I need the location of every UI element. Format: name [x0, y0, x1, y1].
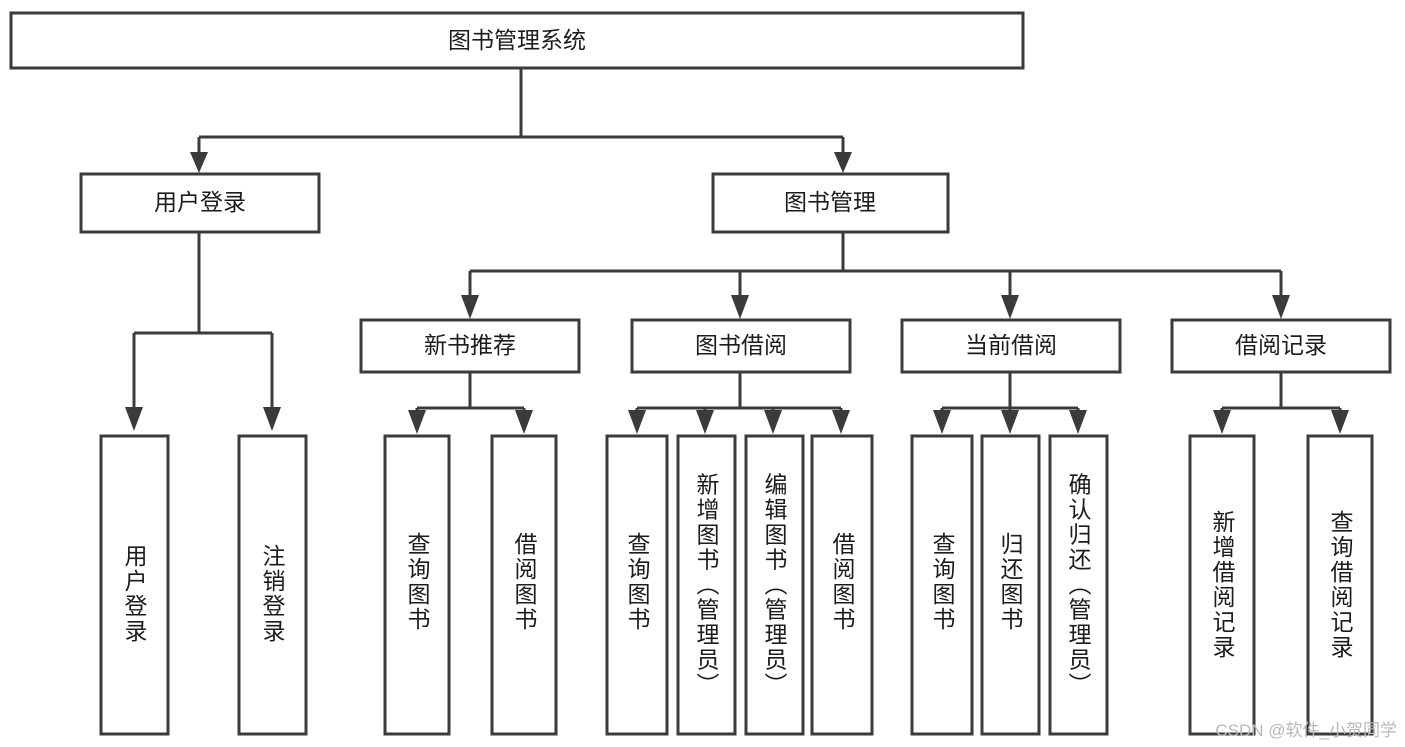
node-current-borrow-box[interactable] [900, 318, 1122, 374]
node-new-book-recommend-label: 新书推荐 [424, 332, 516, 358]
leaf-query-book-1-box[interactable] [383, 434, 451, 736]
leaf-query-record-label: 查询借阅记录 [1327, 510, 1354, 660]
leaf-borrow-book-1-box[interactable] [490, 434, 558, 736]
leaf-return-book-box[interactable] [980, 434, 1041, 736]
leaf-add-record-label: 新增借阅记录 [1209, 510, 1236, 660]
node-book-borrow-label: 图书借阅 [695, 332, 787, 358]
leaf-borrow-book-1[interactable]: 借阅图书 [490, 434, 558, 736]
arrow-to-leaf-user-login [125, 407, 143, 431]
arrow-to-leaf-borrow-book-2 [832, 410, 850, 434]
arrow-to-borrow-record [1272, 295, 1290, 319]
leaf-query-book-3-box[interactable] [910, 434, 974, 736]
leaf-user-login[interactable]: 用户登录 [99, 434, 170, 736]
leaf-query-book-3[interactable]: 查询图书 [910, 434, 974, 736]
node-new-book-recommend-box[interactable] [359, 318, 581, 374]
arrow-to-leaf-confirm-return [1069, 410, 1087, 434]
node-borrow-record-label: 借阅记录 [1235, 332, 1327, 358]
arrow-to-leaf-edit-book [764, 410, 782, 434]
leaf-add-book[interactable]: 新增图书（管理员） [676, 434, 737, 736]
leaf-return-book-label: 归还图书 [997, 532, 1024, 632]
leaf-edit-book-box[interactable] [744, 434, 805, 736]
leaf-query-record-box[interactable] [1306, 434, 1374, 736]
node-book-management-label: 图书管理 [784, 189, 876, 215]
node-root[interactable]: 图书管理系统 [9, 11, 1025, 70]
leaf-logout-login-label: 注销登录 [259, 544, 286, 644]
leaf-query-book-2[interactable]: 查询图书 [605, 434, 669, 736]
leaf-edit-book-label: 编辑图书（管理员） [761, 473, 788, 698]
leaf-add-record[interactable]: 新增借阅记录 [1188, 434, 1256, 736]
arrow-root-to-book-management [834, 152, 852, 173]
leaf-query-book-2-box[interactable] [605, 434, 669, 736]
arrow-to-leaf-return-book [1001, 410, 1019, 434]
connector-layer [125, 68, 1349, 434]
leaf-edit-book[interactable]: 编辑图书（管理员） [744, 434, 805, 736]
node-book-borrow-box[interactable] [630, 318, 852, 374]
leaf-borrow-book-2[interactable]: 借阅图书 [810, 434, 874, 736]
leaf-borrow-book-1-label: 借阅图书 [511, 532, 538, 632]
leaf-query-record[interactable]: 查询借阅记录 [1306, 434, 1374, 736]
arrow-to-leaf-query-book-1 [408, 410, 426, 434]
arrow-to-book-borrow [731, 295, 749, 319]
node-borrow-record-box[interactable] [1170, 318, 1392, 374]
leaf-confirm-return-box[interactable] [1048, 434, 1109, 736]
node-user-login[interactable]: 用户登录 [79, 172, 321, 234]
node-book-borrow[interactable]: 图书借阅 [630, 318, 852, 374]
node-current-borrow[interactable]: 当前借阅 [900, 318, 1122, 374]
arrow-to-leaf-query-record [1331, 410, 1349, 434]
leaf-borrow-book-2-label: 借阅图书 [829, 532, 856, 632]
leaf-add-book-box[interactable] [676, 434, 737, 736]
leaf-logout-login-box[interactable] [237, 434, 308, 736]
leaf-borrow-book-2-box[interactable] [810, 434, 874, 736]
arrow-to-leaf-add-book [696, 410, 714, 434]
node-book-management-box[interactable] [711, 172, 950, 234]
leaf-query-book-2-label: 查询图书 [624, 532, 651, 632]
node-borrow-record[interactable]: 借阅记录 [1170, 318, 1392, 374]
arrow-to-current-borrow [1001, 295, 1019, 319]
arrow-to-leaf-add-record [1213, 410, 1231, 434]
arrow-root-to-user-login [190, 152, 208, 173]
leaf-user-login-box[interactable] [99, 434, 170, 736]
leaf-confirm-return[interactable]: 确认归还（管理员） [1048, 434, 1109, 736]
leaf-query-book-3-label: 查询图书 [929, 532, 956, 632]
leaf-add-book-label: 新增图书（管理员） [693, 473, 720, 698]
arrow-to-leaf-query-book-3 [933, 410, 951, 434]
leaf-confirm-return-label: 确认归还（管理员） [1065, 473, 1092, 698]
leaf-add-record-box[interactable] [1188, 434, 1256, 736]
arrow-to-new-book-recommend [461, 295, 479, 319]
arrow-to-leaf-borrow-book-1 [515, 410, 533, 434]
leaf-user-login-label: 用户登录 [121, 544, 148, 644]
arrow-to-leaf-query-book-2 [628, 410, 646, 434]
node-root-label: 图书管理系统 [448, 27, 586, 53]
node-current-borrow-label: 当前借阅 [965, 332, 1057, 358]
node-new-book-recommend[interactable]: 新书推荐 [359, 318, 581, 374]
node-root-box[interactable] [9, 11, 1025, 70]
leaf-return-book[interactable]: 归还图书 [980, 434, 1041, 736]
node-user-login-label: 用户登录 [154, 189, 246, 215]
leaf-logout-login[interactable]: 注销登录 [237, 434, 308, 736]
leaf-query-book-1-label: 查询图书 [404, 532, 431, 632]
leaf-query-book-1[interactable]: 查询图书 [383, 434, 451, 736]
node-user-login-box[interactable] [79, 172, 321, 234]
arrow-to-leaf-logout-login [263, 407, 281, 431]
node-book-management[interactable]: 图书管理 [711, 172, 950, 234]
